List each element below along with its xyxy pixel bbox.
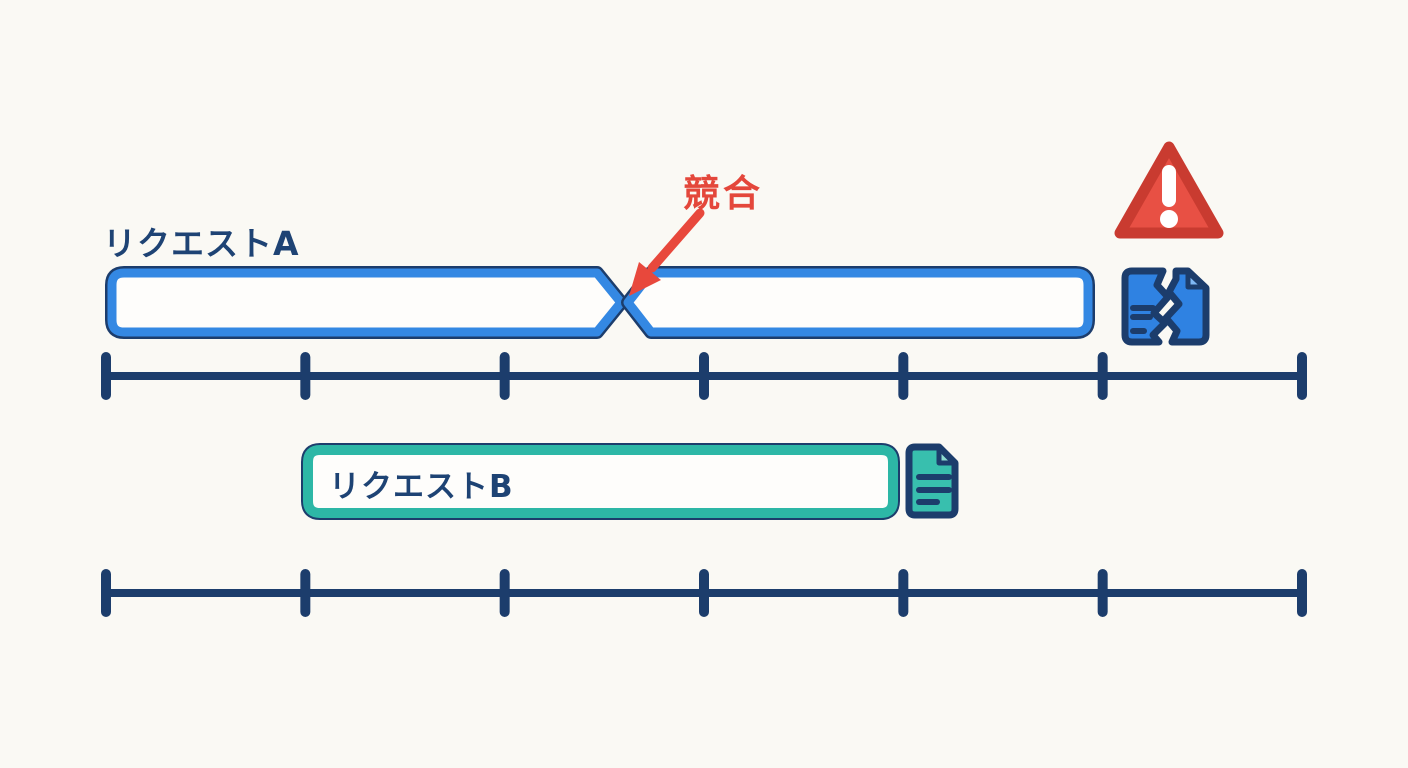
broken-document-left-half [1121,267,1172,346]
broken-document-icon [1121,267,1210,346]
broken-document-right-half [1162,267,1210,346]
conflict-arrow-icon [629,208,705,296]
timeline-upper [101,352,1307,400]
request-b-label: リクエストB [329,469,514,505]
request-a-bar [105,266,1095,339]
request-b-bar [301,443,900,520]
document-icon [905,443,959,519]
request-a-label: リクエストA [103,224,300,263]
warning-triangle-icon [1114,141,1224,239]
request-a-segment-left [105,266,628,339]
timeline-lower [101,569,1307,617]
request-a-segment-right [621,266,1095,339]
conflict-label: 競合 [683,172,763,215]
